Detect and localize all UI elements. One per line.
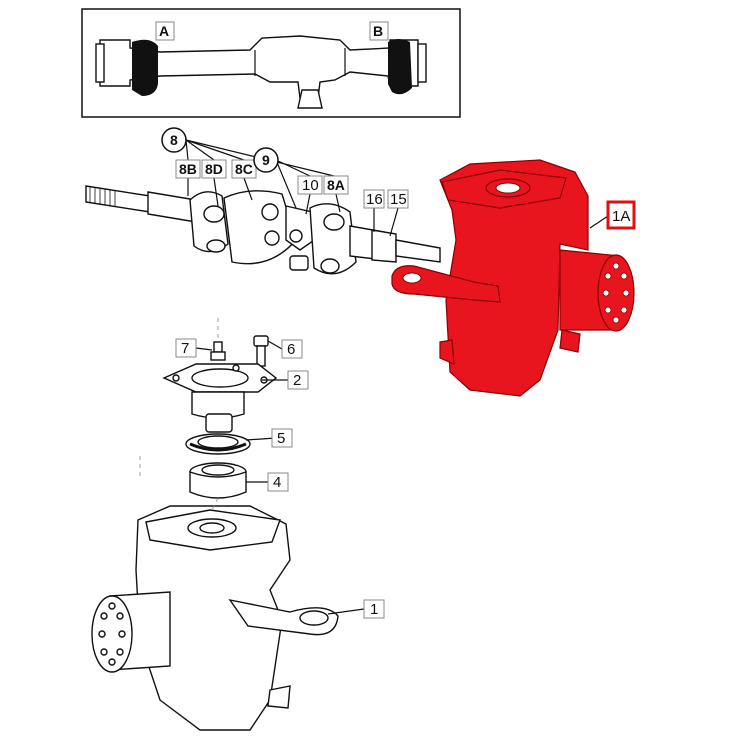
callout-16: 16 — [366, 191, 383, 208]
callout-2: 2 — [293, 372, 301, 389]
callout-1a: 1A — [612, 208, 630, 225]
drive-shaft-assembly — [85, 185, 441, 275]
callout-6: 6 — [287, 341, 295, 358]
overview-label-b: B — [373, 23, 383, 39]
centerlines — [139, 318, 219, 511]
overview-label-a: A — [159, 23, 169, 39]
steering-knuckle-outline — [91, 505, 339, 731]
callout-5: 5 — [277, 430, 285, 447]
callout-8b: 8B — [179, 161, 197, 177]
callout-8a: 8A — [327, 177, 345, 193]
kingpin-parts — [162, 335, 278, 499]
steering-knuckle-highlighted — [391, 159, 635, 397]
callout-10: 10 — [302, 177, 319, 194]
callout-9: 9 — [262, 152, 270, 168]
callout-8c: 8C — [235, 161, 253, 177]
bearing-part — [189, 462, 247, 499]
callout-1: 1 — [370, 601, 378, 618]
grease-nipple-part — [210, 341, 226, 361]
callout-15: 15 — [390, 191, 407, 208]
axle-overview: A B — [81, 8, 461, 118]
callouts: 8 8B 8D 8C 9 10 8A 16 15 1A 7 6 2 5 4 1 — [161, 127, 636, 619]
callout-8: 8 — [170, 132, 178, 148]
callout-7: 7 — [181, 340, 189, 357]
callout-8d: 8D — [205, 161, 223, 177]
seal-part — [185, 433, 251, 455]
kingpin-cap-part — [162, 363, 278, 433]
knuckle-1a-body — [439, 159, 589, 397]
callout-4: 4 — [273, 474, 281, 491]
knuckle-a-marker — [132, 39, 158, 96]
bolt-part — [253, 335, 269, 367]
knuckle-b-marker — [388, 39, 412, 95]
